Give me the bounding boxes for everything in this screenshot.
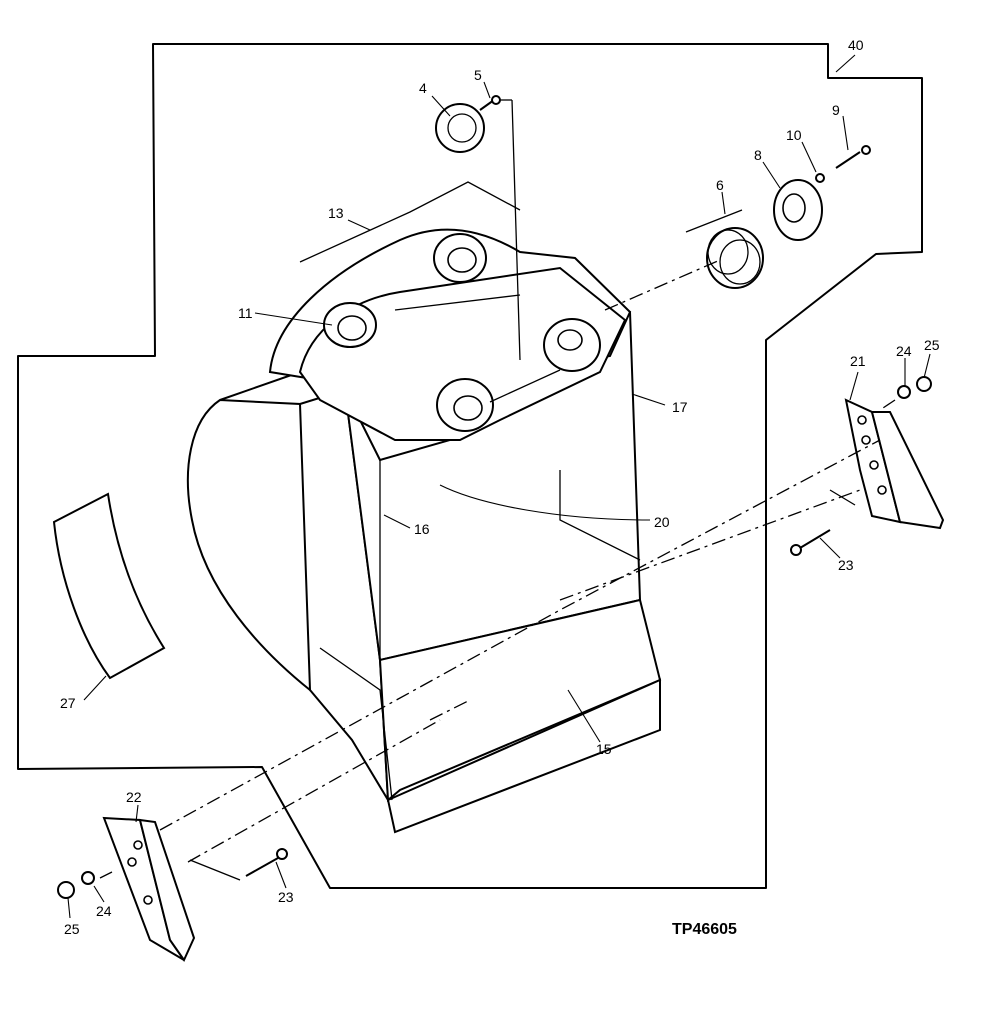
- bucket-cutting-edge: [378, 598, 662, 803]
- callout-9: 9: [832, 102, 840, 118]
- bracket-13: [299, 181, 521, 263]
- fasteners: [57, 95, 932, 899]
- callout-10: 10: [786, 127, 802, 143]
- assembly-lines: [99, 99, 896, 881]
- pin-cap: [435, 103, 485, 153]
- callout-23-right: 23: [838, 557, 854, 573]
- callout-15: 15: [596, 741, 612, 757]
- figure-id: TP46605: [672, 921, 737, 938]
- nut-25-left: [57, 881, 75, 899]
- side-cutter-right: [844, 398, 945, 530]
- callout-20: 20: [654, 514, 670, 530]
- nut-25-right: [916, 376, 932, 392]
- seal-shim-pack: [685, 209, 764, 289]
- callout-11: 11: [238, 305, 253, 321]
- bolt-9: [835, 151, 861, 169]
- assembly-boundary: [17, 43, 923, 889]
- callout-17: 17: [672, 399, 688, 415]
- callout-22: 22: [126, 789, 142, 805]
- callout-40: 40: [848, 37, 864, 53]
- lug-plate-front: [298, 266, 627, 441]
- bucket-body: [186, 300, 662, 834]
- wear-strip: [52, 492, 166, 680]
- leader-lines: [67, 54, 931, 919]
- callout-5: 5: [474, 67, 482, 83]
- callout-6: 6: [716, 177, 724, 193]
- callout-4: 4: [419, 80, 427, 96]
- bolt-23-right: [799, 529, 831, 549]
- bucket-lip: [386, 678, 661, 834]
- retainer-plate: [773, 179, 823, 241]
- callout-25-right: 25: [924, 337, 940, 353]
- callout-21: 21: [850, 353, 866, 369]
- callout-25-left: 25: [64, 921, 80, 937]
- washer-24-right: [897, 385, 911, 399]
- callout-labels: 40 4 5 9 10 8 6 13 11 17 21 24 25 16 20 …: [60, 37, 940, 937]
- callout-24-left: 24: [96, 903, 112, 919]
- callout-8: 8: [754, 147, 762, 163]
- callout-27: 27: [60, 695, 76, 711]
- callout-13: 13: [328, 205, 344, 221]
- callout-16: 16: [414, 521, 430, 537]
- callout-23-left: 23: [278, 889, 294, 905]
- callout-24-right: 24: [896, 343, 912, 359]
- washer-10: [815, 173, 825, 183]
- washer-24-left: [81, 871, 95, 885]
- bucket-mounting-lugs: [268, 228, 632, 441]
- side-cutter-left: [102, 816, 196, 963]
- bolt-23-left: [245, 857, 279, 877]
